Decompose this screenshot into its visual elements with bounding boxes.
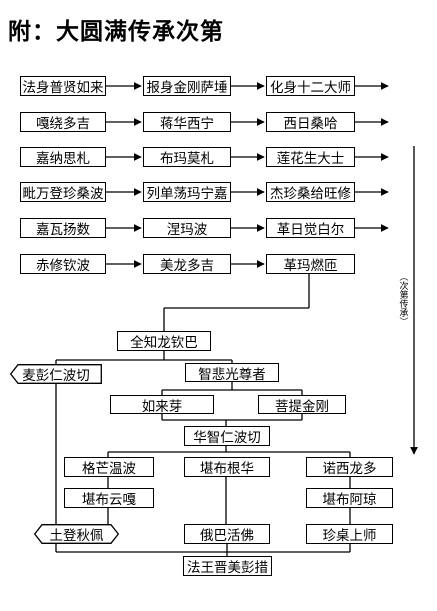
master-box: 报身金刚萨埵 [143, 76, 231, 96]
master-box: 蒋华西宁 [143, 112, 231, 132]
master-box-ebatuofo: 俄巴活佛 [184, 524, 270, 544]
master-box: 嘉纳思札 [20, 147, 106, 167]
master-box: 毗万登珍桑波 [20, 182, 106, 202]
master-box-maipeng: 麦彭仁波切 [9, 364, 102, 384]
chevron-frame [33, 524, 120, 544]
master-box-gemang: 格芒温波 [64, 457, 154, 477]
master-box-kanbuyunga: 堪布云嘎 [64, 488, 154, 508]
master-box-puti: 菩提金刚 [258, 395, 346, 414]
master-box-kanbuaqiong: 堪布阿琼 [306, 488, 393, 508]
master-box: 杰珍桑给旺修 [266, 182, 355, 202]
master-box: 革玛燃匝 [266, 254, 355, 274]
master-box: 西日桑哈 [266, 112, 355, 132]
master-box: 莲花生大士 [266, 147, 355, 167]
page-title: 附：大圆满传承次第 [8, 19, 224, 45]
master-box-kanbugenhua: 堪布根华 [184, 457, 270, 477]
master-label: 土登秋佩 [49, 528, 104, 544]
master-box: 涅玛波 [143, 218, 231, 238]
master-label: 麦彭仁波切 [22, 368, 90, 384]
master-box-fawang: 法王晋美彭措 [183, 556, 272, 576]
side-label: （次第传承） [397, 272, 408, 326]
master-box-rulaiya: 如来芽 [110, 395, 214, 414]
master-box: 嘉瓦扬数 [20, 218, 106, 238]
master-box: 列单荡玛宁嘉 [143, 182, 231, 202]
master-box-huazhi: 华智仁波切 [184, 426, 270, 446]
master-box-tudeng: 土登秋佩 [33, 524, 120, 544]
master-box: 赤修钦波 [20, 254, 106, 274]
master-box: 法身普贤如来 [20, 76, 106, 96]
master-box: 布玛莫札 [143, 147, 231, 167]
master-box-zhenzhuo: 珍桌上师 [306, 524, 393, 544]
master-box-zhibei: 智悲光尊者 [185, 363, 279, 382]
master-box: 嘎绕多吉 [20, 112, 106, 132]
master-box-quanzhi: 全知龙钦巴 [117, 331, 211, 351]
master-box-nuoxi: 诺西龙多 [306, 457, 393, 477]
chevron-frame [9, 364, 102, 384]
master-box: 美龙多吉 [143, 254, 231, 274]
master-box: 革日觉白尔 [266, 218, 355, 238]
master-box: 化身十二大师 [266, 76, 355, 96]
